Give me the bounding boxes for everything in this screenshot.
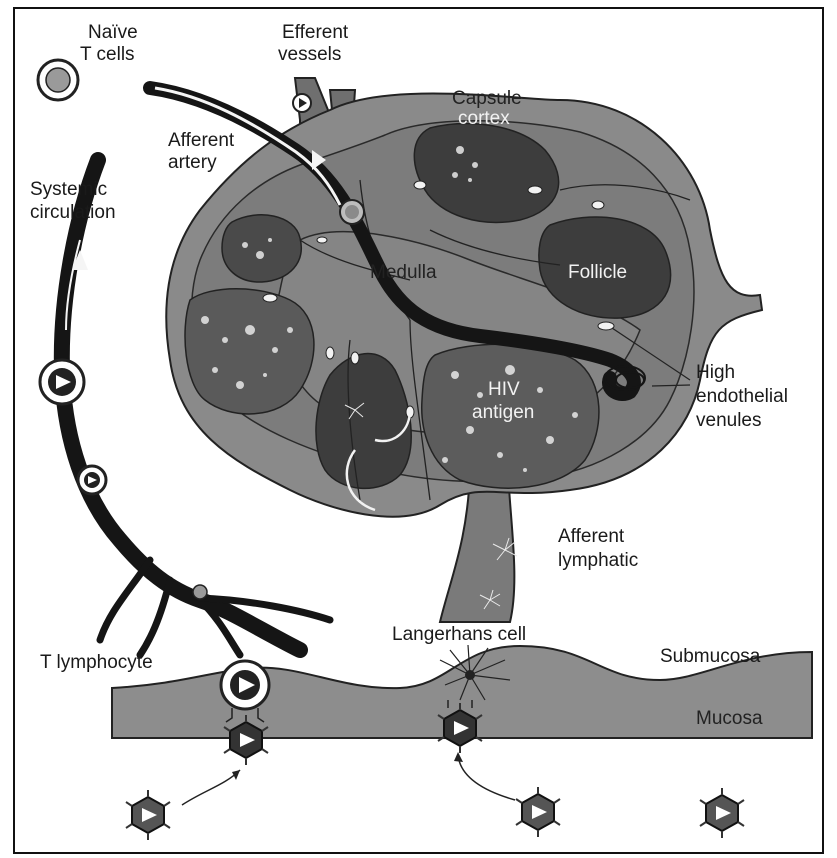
- germinal-center-left: [185, 289, 314, 414]
- artery-t-cell-nucleus: [345, 205, 359, 219]
- approach-arrow-head-2: [454, 752, 463, 762]
- approach-arrow-2: [458, 755, 515, 800]
- lobule-bottom: [316, 354, 411, 489]
- approach-arrow: [182, 770, 240, 805]
- label-langerhans: Langerhans cell: [392, 624, 526, 645]
- label-afferent-artery-1: Afferent: [168, 130, 235, 151]
- label-follicle: Follicle: [568, 262, 627, 283]
- virion: [700, 788, 744, 838]
- label-antigen: antigen: [472, 402, 534, 423]
- follicle-left-small: [222, 215, 301, 282]
- virion: [516, 787, 560, 837]
- label-high: High: [696, 362, 735, 383]
- label-submucosa: Submucosa: [660, 646, 761, 667]
- label-circulation: circulation: [30, 202, 116, 223]
- label-medulla: Medulla: [370, 262, 437, 283]
- label-efferent: Efferent: [282, 22, 349, 43]
- label-venules: venules: [696, 410, 762, 431]
- label-capsule: Capsule: [452, 88, 522, 109]
- label-systemic: Systemic: [30, 179, 107, 200]
- label-afferent-lymphatic-2: lymphatic: [558, 550, 638, 571]
- label-mucosa: Mucosa: [696, 708, 763, 729]
- label-afferent-artery-2: artery: [168, 152, 217, 173]
- naive-t-cell-nucleus: [46, 68, 70, 92]
- label-endothelial: endothelial: [696, 386, 788, 407]
- label-t-lymphocyte: T lymphocyte: [40, 652, 153, 673]
- label-naive: Naïve: [88, 22, 138, 43]
- label-cortex: cortex: [458, 108, 510, 129]
- label-t-cells: T cells: [80, 44, 135, 65]
- virion: [126, 790, 170, 840]
- label-hiv: HIV: [488, 379, 520, 400]
- langerhans-nucleus: [465, 670, 475, 680]
- label-vessels: vessels: [278, 44, 341, 65]
- branch-cell: [193, 585, 207, 599]
- label-afferent-lymphatic-1: Afferent: [558, 526, 625, 547]
